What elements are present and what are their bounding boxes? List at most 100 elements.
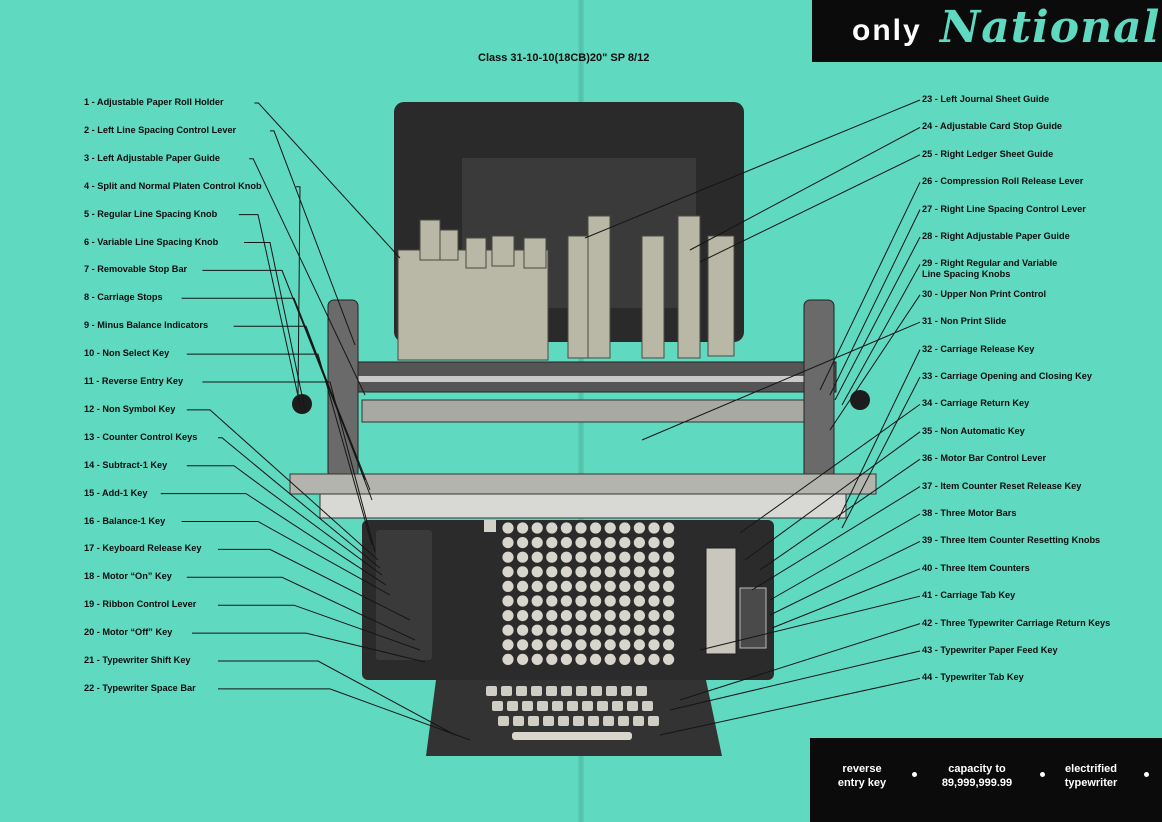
callout-label-40: 40 - Three Item Counters: [922, 562, 1030, 573]
leader-line: [233, 325, 373, 501]
amount-key: [648, 639, 660, 651]
leader-line: [249, 158, 366, 396]
typewriter-key: [531, 686, 542, 696]
typewriter-key: [627, 701, 638, 711]
amount-key: [517, 653, 529, 666]
typewriter-key: [606, 686, 617, 696]
callout-label-11: 11 - Reverse Entry Key: [84, 376, 184, 386]
amount-key: [590, 624, 602, 636]
amount-key: [560, 522, 572, 534]
callout-label-9: 9 - Minus Balance Indicators: [84, 320, 209, 331]
leader-line: [841, 264, 921, 406]
callout-label-8: 8 - Carriage Stops: [84, 292, 163, 303]
amount-key: [502, 639, 514, 651]
typewriter-key: [603, 716, 614, 726]
callout-label-4: 4 - Split and Normal Platen Control Knob: [84, 180, 262, 191]
amount-key: [560, 624, 572, 636]
leader-line: [689, 126, 921, 251]
typewriter-key: [612, 701, 623, 711]
callout-label-23: 23 - Left Journal Sheet Guide: [922, 94, 1050, 104]
typewriter-key: [492, 701, 503, 711]
callout-label-2: 2 - Left Line Spacing Control Lever: [84, 124, 237, 135]
leader-line: [202, 269, 366, 481]
callout-label-36: 36 - Motor Bar Control Lever: [922, 453, 1047, 464]
callout-label-26: 26 - Compression Roll Release Lever: [922, 176, 1084, 187]
accounting-machine-illustration: [289, 102, 877, 756]
callout-label-12: 12 - Non Symbol Key: [84, 403, 176, 414]
leader-line: [181, 297, 371, 491]
amount-key: [604, 522, 616, 534]
amount-key: [604, 580, 616, 592]
typewriter-key: [552, 701, 563, 711]
amount-key: [575, 580, 587, 592]
leader-line: [771, 568, 921, 629]
callout-label-41: 41 - Carriage Tab Key: [922, 590, 1016, 601]
class-line: Class 31-10-10(18CB)20" SP 8/12: [478, 52, 650, 64]
typewriter-key: [633, 716, 644, 726]
amount-key: [517, 624, 529, 636]
amount-key: [619, 580, 631, 592]
amount-key: [663, 639, 675, 651]
callout-label-19: 19 - Ribbon Control Lever: [84, 599, 197, 610]
callout-label-44: 44 - Typewriter Tab Key: [922, 672, 1024, 683]
leader-line: [744, 431, 921, 561]
amount-key: [648, 624, 660, 636]
amount-key: [619, 566, 631, 578]
callout-label-20: 20 - Motor “Off” Key: [84, 627, 173, 638]
typewriter-key: [516, 686, 527, 696]
typewriter-key: [507, 701, 518, 711]
amount-key: [531, 595, 543, 607]
brand-banner: only National: [812, 0, 1162, 62]
amount-key: [604, 551, 616, 563]
typewriter-key: [498, 716, 509, 726]
callout-label-13: 13 - Counter Control Keys: [84, 431, 198, 442]
leader-line: [834, 236, 921, 401]
amount-key: [663, 551, 675, 563]
amount-key: [590, 653, 602, 666]
amount-key: [560, 580, 572, 592]
typewriter-key: [537, 701, 548, 711]
amount-key: [517, 639, 529, 651]
amount-key: [502, 551, 514, 563]
leader-line: [769, 513, 921, 601]
bullet-icon: [1144, 772, 1149, 777]
feature-capacity: capacity to 89,999,999.99: [941, 763, 1013, 789]
amount-key: [575, 522, 587, 534]
amount-key: [633, 610, 645, 622]
amount-key: [502, 610, 514, 622]
amount-key: [619, 610, 631, 622]
typewriter-key: [561, 686, 572, 696]
amount-key: [590, 537, 602, 549]
leader-line: [218, 660, 456, 736]
leader-line: [218, 604, 421, 651]
typewriter-key: [543, 716, 554, 726]
callout-label-43: 43 - Typewriter Paper Feed Key: [922, 645, 1058, 655]
amount-key: [546, 522, 558, 534]
amount-key: [648, 595, 660, 607]
bullet-icon: [1040, 772, 1045, 777]
amount-key: [517, 595, 529, 607]
typewriter-key: [567, 701, 578, 711]
callout-label-5: 5 - Regular Line Spacing Knob: [84, 208, 218, 219]
leader-line: [819, 181, 921, 391]
callout-label-15: 15 - Add-1 Key: [84, 487, 148, 498]
amount-key: [633, 566, 645, 578]
callout-label-35: 35 - Non Automatic Key: [922, 425, 1025, 436]
leader-line: [769, 540, 921, 616]
amount-key: [590, 551, 602, 563]
leader-line: [759, 458, 921, 571]
amount-key: [531, 566, 543, 578]
amount-key: [502, 580, 514, 592]
typewriter-key: [636, 686, 647, 696]
typewriter-key: [513, 716, 524, 726]
callout-label-10: 10 - Non Select Key: [84, 348, 170, 359]
callout-label-34: 34 - Carriage Return Key: [922, 398, 1030, 409]
leader-line: [829, 294, 921, 431]
amount-key: [546, 639, 558, 651]
amount-key: [633, 537, 645, 549]
amount-key: [575, 566, 587, 578]
amount-key: [663, 522, 675, 534]
callout-label-24: 24 - Adjustable Card Stop Guide: [922, 121, 1063, 132]
leader-line: [218, 437, 381, 569]
